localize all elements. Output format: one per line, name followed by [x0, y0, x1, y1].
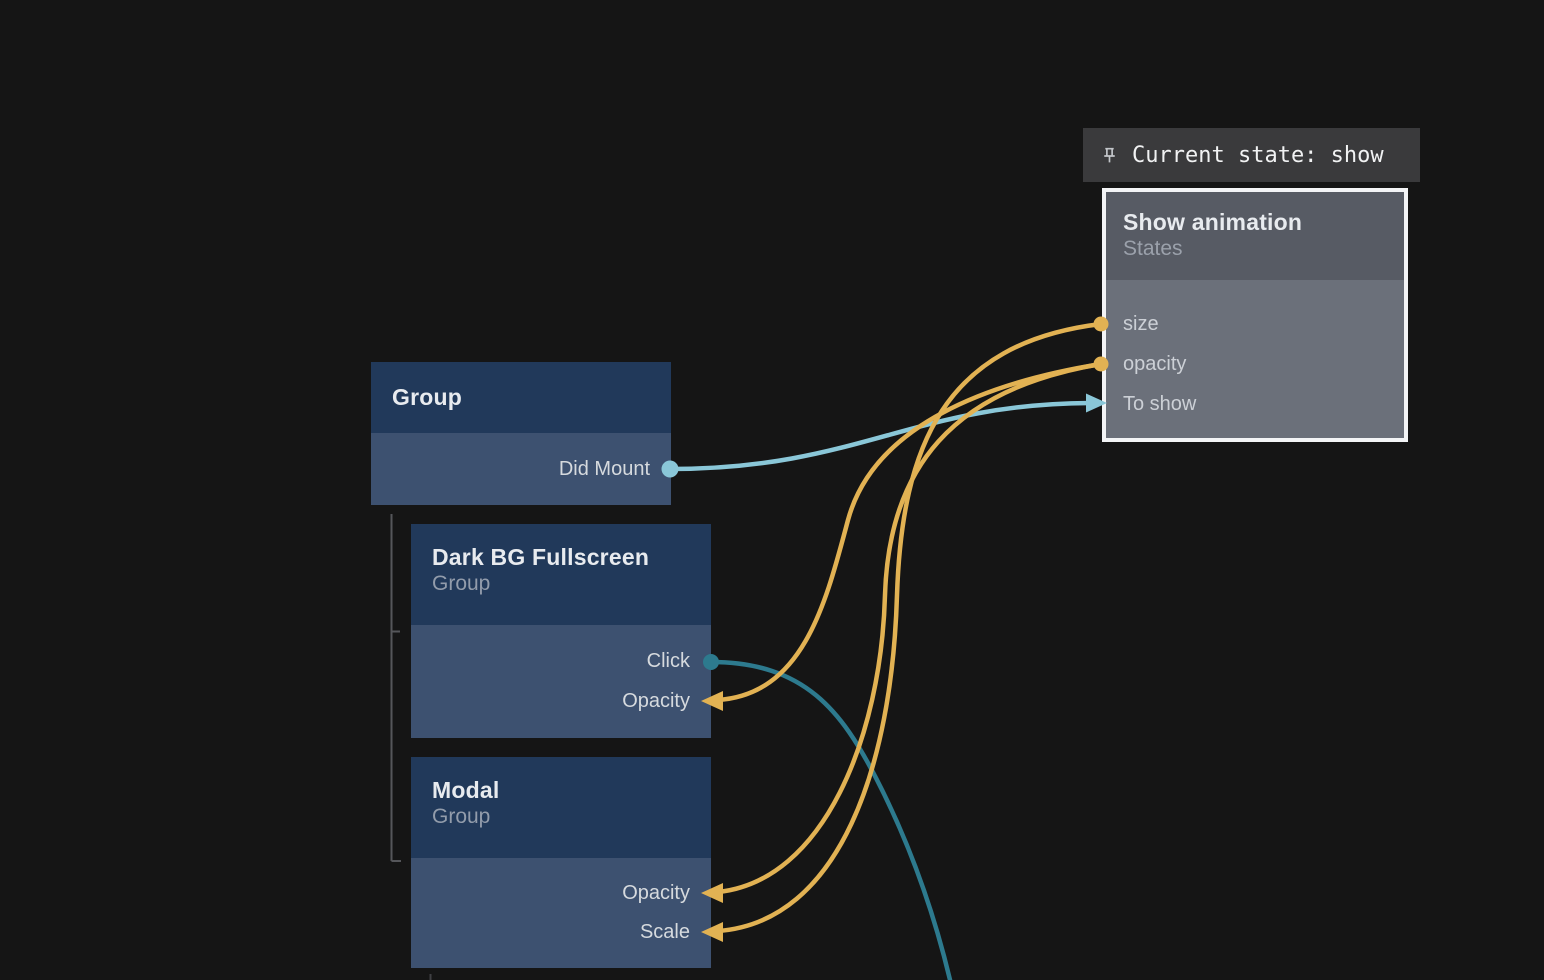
current-state-badge[interactable]: Current state: show: [1083, 128, 1420, 182]
port-opacity-label: Opacity: [622, 882, 690, 904]
node-modal-header: Modal Group: [411, 757, 711, 858]
node-modal[interactable]: Modal Group Opacity Scale: [411, 757, 711, 968]
node-dark-bg-header: Dark BG Fullscreen Group: [411, 524, 711, 625]
port-scale-label: Scale: [639, 921, 690, 943]
node-dark-bg-fullscreen[interactable]: Dark BG Fullscreen Group Click Opacity: [411, 524, 711, 738]
port-opacity-label: Opacity: [622, 690, 690, 712]
node-dark-bg-body: [411, 625, 711, 738]
node-group[interactable]: Group Did Mount: [371, 362, 671, 505]
pushpin-icon: [1104, 147, 1115, 162]
node-subtitle: Group: [432, 805, 491, 828]
node-title: Show animation: [1123, 209, 1303, 235]
edge-click-offscreen[interactable]: [710, 659, 953, 980]
layer-tree-line: [390, 514, 401, 862]
port-to-show-label: To show: [1123, 393, 1197, 415]
node-group-header: Group: [371, 362, 671, 433]
node-subtitle: States: [1123, 237, 1183, 260]
node-group-body: [371, 433, 671, 505]
node-modal-body: [411, 858, 711, 968]
edge-size-modal-scale[interactable]: [717, 321, 1102, 934]
port-click-label: Click: [646, 650, 690, 672]
node-show-animation[interactable]: Show animation States size opacity To sh…: [1102, 188, 1408, 442]
node-subtitle: Group: [432, 572, 491, 595]
node-title: Group: [392, 384, 462, 410]
current-state-text: Current state: show: [1132, 142, 1384, 168]
edge-did-mount-to-show[interactable]: [669, 400, 1091, 472]
port-size-label: size: [1123, 313, 1159, 335]
node-title: Modal: [432, 777, 500, 803]
node-title: Dark BG Fullscreen: [432, 544, 650, 570]
node-show-animation-header: Show animation States: [1106, 192, 1404, 280]
edge-opacity-darkbg-opacity[interactable]: [717, 361, 1102, 703]
port-opacity-label: opacity: [1123, 353, 1187, 375]
port-did-mount-label: Did Mount: [558, 458, 650, 480]
edge-opacity-modal-opacity[interactable]: [717, 361, 1102, 895]
